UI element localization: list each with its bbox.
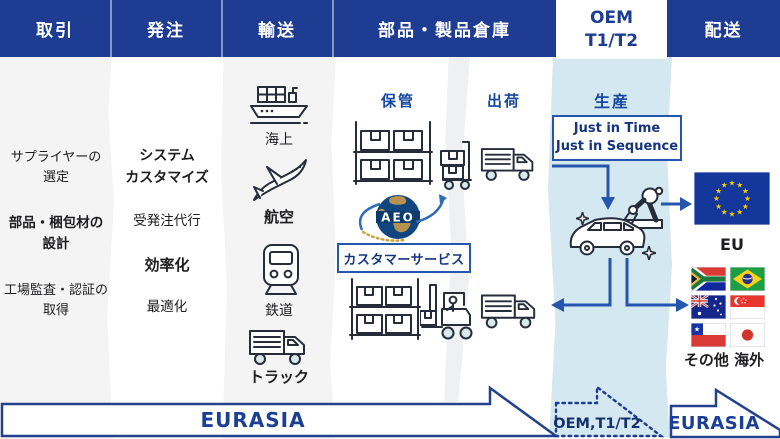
header-separator [332, 0, 334, 57]
order-item-efficiency: 効率化 [144, 256, 190, 274]
svg-text:★: ★ [736, 181, 743, 190]
header-separator [110, 0, 112, 57]
header-label-order: 発注 [147, 21, 185, 41]
order-item-optimization: 最適化 [146, 299, 188, 315]
eurasia-left-text: EURASIA [200, 408, 305, 432]
trade-item-parts-packaging-design: 部品・梱包材の 設計 [8, 215, 104, 252]
flag-south-africa [691, 267, 726, 291]
outbound-truck-icon [480, 294, 536, 329]
airplane-icon [253, 159, 307, 201]
svg-text:★: ★ [715, 202, 722, 211]
order-item-order-agency: 受発注代行 [133, 213, 201, 229]
warehouse-label-storage: 保管 [380, 92, 415, 110]
header-label-trade: 取引 [36, 21, 74, 41]
oem-label-production: 生産 [593, 92, 630, 111]
header-label-oem-line2: T1/T2 [584, 30, 639, 51]
header-cell-trade: 取引 [0, 0, 110, 57]
truck-icon [249, 330, 305, 365]
trade-item-supplier-selection: サプライヤーの 選定 [10, 150, 102, 186]
car-icon [569, 217, 646, 256]
ship-icon [250, 86, 308, 124]
banner-eurasia-left: EURASIA [0, 385, 560, 438]
svg-text:★: ★ [715, 186, 722, 195]
transport-label-rail: 鉄道 [265, 303, 293, 319]
flag-brazil [730, 267, 765, 291]
flag-japan [730, 323, 765, 347]
eu-flag: ★★★ ★★★ ★★★ ★★★ [694, 172, 770, 225]
jit-line2: Just in Sequence [555, 139, 679, 154]
jit-line1: Just in Time [573, 121, 661, 137]
order-item-system-customize: システム カスタマイズ [125, 148, 209, 186]
svg-text:★: ★ [736, 208, 743, 217]
oem-segment-text: OEM,T1/T2 [553, 416, 640, 432]
svg-text:★: ★ [721, 208, 728, 217]
header-label-transport: 輸送 [258, 21, 296, 41]
banner-eurasia-right: EURASIA [668, 387, 780, 439]
flag-singapore [730, 295, 765, 319]
customer-service-box: カスタマーサービス [337, 243, 471, 273]
svg-text:★: ★ [713, 194, 720, 203]
header-cell-order: 発注 [111, 0, 221, 57]
svg-text:★: ★ [744, 194, 751, 203]
svg-text:★: ★ [721, 181, 728, 190]
svg-text:★: ★ [694, 326, 700, 334]
aeo-text: AEO [381, 211, 415, 225]
flag-chile: ★ [691, 323, 726, 347]
flag-australia [691, 295, 726, 319]
aeo-logo: AEO [358, 194, 447, 242]
sparkle-icon [642, 246, 656, 260]
header-label-warehouse: 部品・製品倉庫 [378, 21, 511, 41]
train-icon [263, 244, 299, 295]
transport-label-truck: トラック [248, 368, 309, 386]
handcart-icon [440, 141, 472, 190]
customer-service-label: カスタマーサービス [343, 252, 465, 268]
header-cell-delivery: 配送 [667, 0, 780, 57]
header-separator [221, 0, 223, 57]
svg-text:★: ★ [742, 202, 749, 211]
eu-label: EU [720, 235, 744, 254]
svg-text:★: ★ [729, 210, 736, 219]
eurasia-right-text: EURASIA [668, 413, 760, 434]
transport-label-air: 航空 [263, 208, 294, 226]
header-label-delivery: 配送 [704, 21, 743, 41]
shipping-truck-icon [480, 148, 534, 181]
header-cell-warehouse: 部品・製品倉庫 [333, 0, 556, 57]
storage-rack2-icon [349, 278, 421, 340]
transport-label-sea: 海上 [265, 132, 293, 148]
header-label-oem-line1: OEM [590, 8, 633, 29]
warehouse-label-shipping: 出荷 [486, 92, 521, 110]
forklift-icon [420, 284, 473, 340]
trade-item-factory-audit: 工場監査・認証の 取得 [3, 283, 108, 319]
others-overseas-label: その他 海外 [683, 351, 765, 369]
banner-oem-segment: OEM,T1/T2 [553, 384, 665, 438]
svg-text:★: ★ [729, 179, 736, 188]
just-in-time-box: Just in Time Just in Sequence [552, 115, 682, 161]
column-bg-trade [0, 57, 114, 439]
svg-text:★: ★ [742, 186, 749, 195]
storage-rack-icon [353, 121, 433, 185]
header-cell-oem: OEM T1/T2 [556, 0, 667, 59]
header-cell-transport: 輸送 [222, 0, 332, 57]
sparkle-icon [576, 212, 589, 225]
